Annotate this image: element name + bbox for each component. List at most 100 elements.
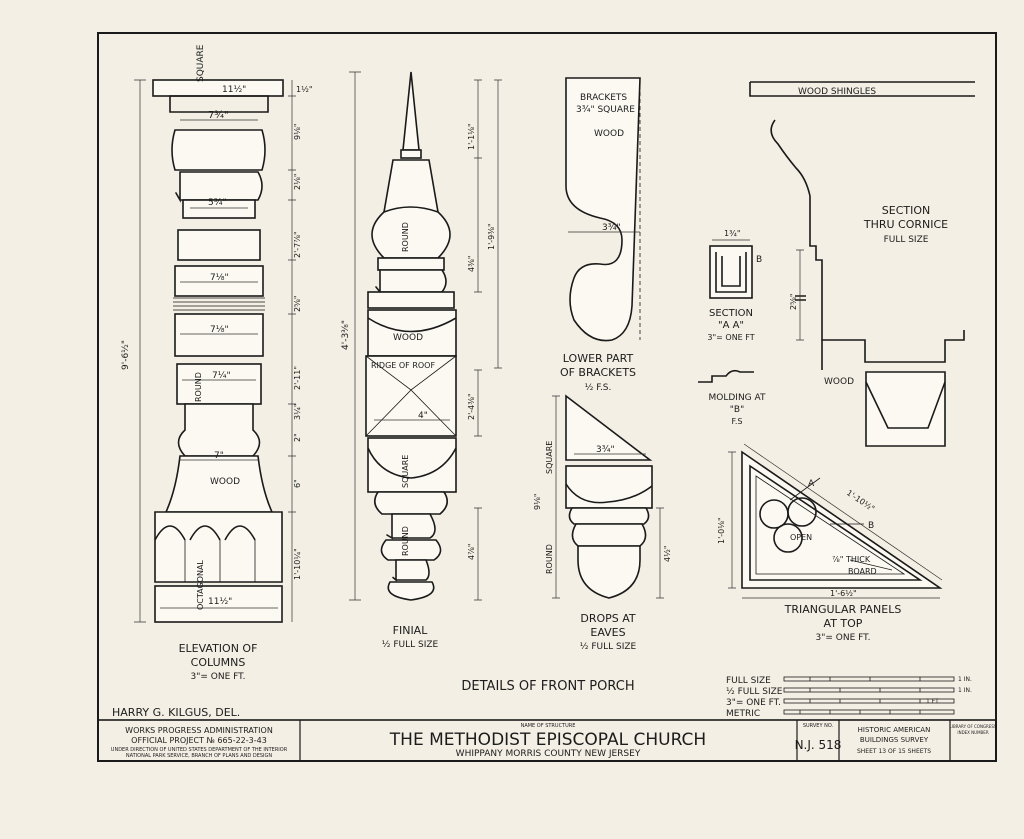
- panel-label-b: B: [868, 521, 874, 531]
- section-aa-b: B: [756, 255, 762, 265]
- finial-dim-h2: 1'-9⅜": [487, 223, 496, 250]
- panel-label-open: OPEN: [790, 533, 812, 542]
- column-dim-d4: 7⅛": [210, 325, 229, 335]
- column-label-square: SQUARE: [196, 44, 206, 82]
- structure-name: THE METHODIST EPISCOPAL CHURCH: [389, 730, 706, 750]
- triangular-panel-drawing: A B OPEN ⅞" THICK BOARD 1'-10½" 1'-0⅛" 1…: [717, 443, 943, 599]
- column-dim-h7: 2": [293, 433, 302, 442]
- section-aa-dim: 1¾": [724, 229, 741, 238]
- graphic-scales: FULL SIZE ½ FULL SIZE 3"= ONE FT. METRIC…: [726, 676, 972, 719]
- scale-label-full: FULL SIZE: [726, 676, 771, 686]
- delineator: HARRY G. KILGUS, DEL.: [112, 706, 240, 719]
- drops-label-square: SQUARE: [545, 441, 554, 474]
- column-dim-d2: 5¾": [208, 198, 227, 208]
- drops-scale: ½ FULL SIZE: [580, 642, 637, 652]
- survey-number: N.J. 518: [795, 738, 842, 752]
- column-label-wood: WOOD: [210, 477, 240, 487]
- column-dim-h1: 9⅛": [293, 123, 302, 140]
- scale-label-metric: METRIC: [726, 709, 760, 719]
- drops-dim-h: 9⅛": [533, 493, 542, 510]
- scale-unit-1: 1 IN.: [958, 676, 972, 683]
- drops-dim-h2: 4½": [663, 545, 672, 562]
- finial-dim-h3: 4⅜": [467, 255, 476, 272]
- wpa-line-1: WORKS PROGRESS ADMINISTRATION: [125, 726, 273, 735]
- bracket-title-2: OF BRACKETS: [560, 366, 636, 379]
- panel-scale: 3"= ONE FT.: [816, 633, 871, 643]
- molding-title-2: "B": [730, 405, 744, 415]
- finial-dim-h6: 4⅞": [467, 543, 476, 560]
- column-label-round: ROUND: [194, 372, 203, 402]
- column-label-octagonal: OCTAGONAL: [196, 560, 205, 610]
- bracket-scale: ½ F.S.: [585, 383, 612, 393]
- section-aa-scale: 3"= ONE FT: [707, 333, 754, 342]
- finial-label-round: ROUND: [401, 222, 410, 252]
- wpa-line-4: NATIONAL PARK SERVICE, BRANCH OF PLANS A…: [126, 753, 273, 759]
- finial-label-round2: ROUND: [401, 526, 410, 556]
- molding-scale: F.S: [732, 417, 743, 426]
- cornice-label-shingles: WOOD SHINGLES: [798, 87, 876, 97]
- column-title-1: ELEVATION OF: [179, 642, 258, 655]
- habs-line-2: BUILDINGS SURVEY: [860, 736, 929, 744]
- cornice-title-1: SECTION: [882, 204, 930, 217]
- column-scale: 3"= ONE FT.: [191, 672, 246, 682]
- column-dim-d6: 7": [214, 451, 224, 461]
- section-aa-title-2: "A A": [718, 320, 744, 331]
- drops-label-round: ROUND: [545, 544, 554, 574]
- wpa-line-2: OFFICIAL PROJECT № 665-22-3-43: [131, 736, 267, 745]
- drops-title-1: DROPS AT: [580, 612, 636, 625]
- structure-location: WHIPPANY MORRIS COUNTY NEW JERSEY: [456, 749, 641, 759]
- bracket-dim-w: 3¾": [602, 223, 621, 233]
- finial-label-square: SQUARE: [401, 455, 410, 488]
- column-dim-d3: 7⅛": [210, 273, 229, 283]
- cornice-scale: FULL SIZE: [884, 235, 929, 245]
- title-block: WORKS PROGRESS ADMINISTRATION OFFICIAL P…: [97, 719, 997, 762]
- finial-dim-total: 4'-3⅜": [341, 320, 351, 350]
- bracket-label-wood: WOOD: [594, 129, 624, 139]
- molding-title: MOLDING AT: [709, 393, 766, 403]
- habs-line-1: HISTORIC AMERICAN: [858, 726, 931, 734]
- finial-dim-h4: 2'-4⅜": [467, 393, 476, 420]
- scale-unit-2: 1 IN.: [958, 687, 972, 694]
- cornice-title-2: THRU CORNICE: [863, 218, 948, 231]
- drops-dim-w: 3¾": [596, 445, 615, 455]
- structure-name-label: NAME OF STRUCTURE: [521, 723, 576, 729]
- panel-dim-base: 1'-6½": [830, 589, 857, 598]
- column-dim-h4: 2⅝": [293, 295, 302, 312]
- bracket-drawing: BRACKETS 3¾" SQUARE WOOD 3¾": [565, 77, 641, 342]
- column-elevation: SQUARE 11½" 1½" 7¾" 9⅛" 2⅛" 5¾" 2'-7⅞" 7…: [121, 44, 313, 623]
- column-dim-d1: 7¾": [208, 110, 229, 121]
- bracket-title-1: LOWER PART: [563, 352, 634, 365]
- sheet-number: SHEET 13 OF 15 SHEETS: [857, 748, 931, 755]
- finial-scale: ½ FULL SIZE: [382, 640, 439, 650]
- column-dim-d5: 7¼": [212, 371, 231, 381]
- wpa-line-3: UNDER DIRECTION OF UNITED STATES DEPARTM…: [111, 747, 288, 753]
- column-dim-h9: 1'-10¼": [293, 548, 302, 580]
- panel-title-1: TRIANGULAR PANELS: [784, 603, 902, 616]
- finial-title: FINIAL: [393, 624, 429, 637]
- bracket-label-square: 3¾" SQUARE: [576, 105, 635, 115]
- panel-label-thick: ⅞" THICK: [832, 555, 871, 564]
- scale-label-three: 3"= ONE FT.: [726, 698, 781, 708]
- column-dim-h5: 2'-11": [293, 366, 302, 390]
- column-dim-top-h: 1½": [296, 85, 313, 94]
- survey-label: SURVEY NO.: [803, 723, 834, 729]
- column-dim-h8: 6": [293, 479, 302, 488]
- scale-label-half: ½ FULL SIZE: [726, 687, 783, 697]
- loc-line-1: LIBRARY OF CONGRESS: [950, 724, 997, 729]
- section-aa-drawing: 1¾" B: [709, 229, 762, 299]
- column-dim-h2: 2⅛": [293, 173, 302, 190]
- drops-title-2: EAVES: [590, 626, 625, 639]
- finial-label-ridge: RIDGE OF ROOF: [371, 361, 435, 370]
- finial-label-wood: WOOD: [393, 333, 423, 343]
- column-dim-h6: 3¼": [293, 403, 302, 420]
- finial-dim-h1: 1'-1⅛": [467, 123, 476, 150]
- bracket-label-brackets: BRACKETS: [580, 93, 627, 103]
- column-dim-h3: 2'-7⅞": [293, 231, 302, 258]
- cornice-dim: 2⅝": [789, 293, 798, 310]
- column-title-2: COLUMNS: [191, 656, 246, 669]
- molding-b-profile: [698, 369, 754, 383]
- cornice-section-drawing: WOOD SHINGLES 2⅝" WOOD: [749, 81, 975, 447]
- cornice-label-wood: WOOD: [824, 377, 854, 387]
- scale-unit-3: 1 FT: [926, 698, 939, 705]
- panel-dim-hyp: 1'-10½": [845, 488, 876, 513]
